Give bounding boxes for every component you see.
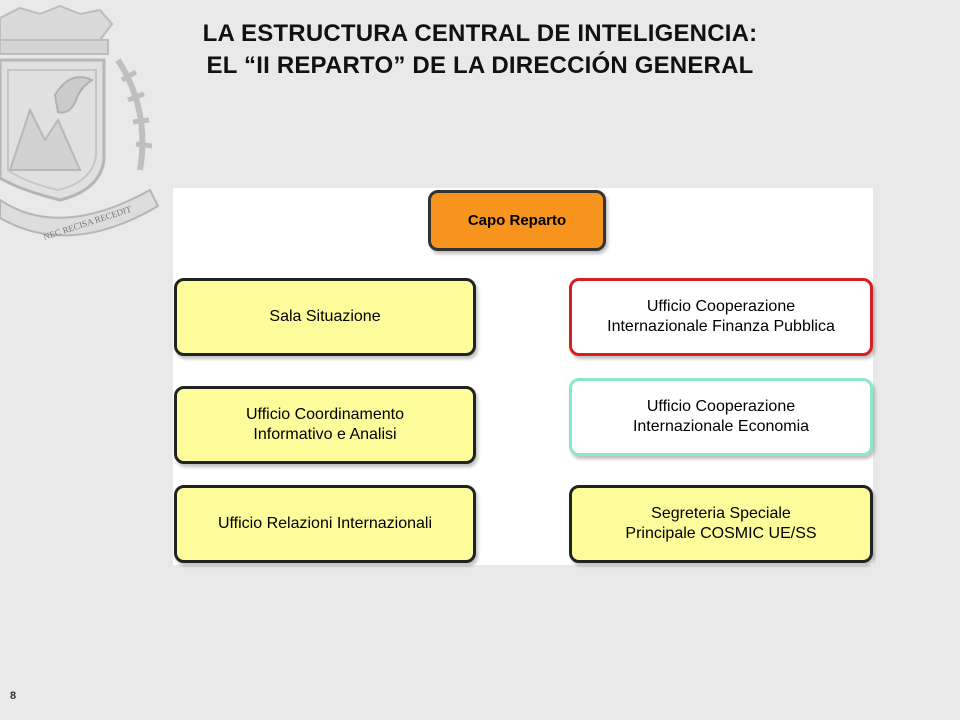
title-line-2: EL “II REPARTO” DE LA DIRECCIÓN GENERAL (206, 52, 754, 79)
emblem-watermark: NEC RECISA RECEDIT (0, 4, 160, 240)
segreteria-speciale-line2: Principale COSMIC UE/SS (625, 525, 817, 542)
ufficio-cooperazione-economia-box: Ufficio Cooperazione Internazionale Econ… (569, 378, 873, 456)
org-chart: Capo Reparto Sala Situazione Ufficio Coo… (173, 188, 873, 565)
title-line-1: LA ESTRUCTURA CENTRAL DE INTELIGENCIA: (202, 20, 758, 47)
ufficio-relazioni-label: Ufficio Relazioni Internazionali (217, 515, 433, 532)
ufficio-coordinamento-line2: Informativo e Analisi (253, 426, 397, 443)
slide-number: 8 (10, 690, 17, 702)
ufficio-cooperazione-economia-line1: Ufficio Cooperazione (646, 398, 796, 415)
capo-reparto-label: Capo Reparto (467, 211, 567, 229)
ufficio-relazioni-box: Ufficio Relazioni Internazionali (174, 485, 476, 563)
sala-situazione-label: Sala Situazione (269, 308, 381, 325)
slide-title: LA ESTRUCTURA CENTRAL DE INTELIGENCIA: E… (140, 18, 820, 82)
ufficio-coordinamento-line1: Ufficio Coordinamento (245, 406, 404, 423)
segreteria-speciale-line1: Segreteria Speciale (651, 505, 791, 522)
sala-situazione-box: Sala Situazione (174, 278, 476, 356)
ufficio-cooperazione-finanza-line1: Ufficio Cooperazione (646, 298, 796, 315)
ufficio-cooperazione-economia-line2: Internazionale Economia (632, 418, 810, 435)
ufficio-cooperazione-finanza-line2: Internazionale Finanza Pubblica (607, 318, 835, 335)
segreteria-speciale-box: Segreteria Speciale Principale COSMIC UE… (569, 485, 873, 563)
ufficio-coordinamento-box: Ufficio Coordinamento Informativo e Anal… (174, 386, 476, 464)
ufficio-cooperazione-finanza-box: Ufficio Cooperazione Internazionale Fina… (569, 278, 873, 356)
capo-reparto-box: Capo Reparto (428, 190, 606, 251)
